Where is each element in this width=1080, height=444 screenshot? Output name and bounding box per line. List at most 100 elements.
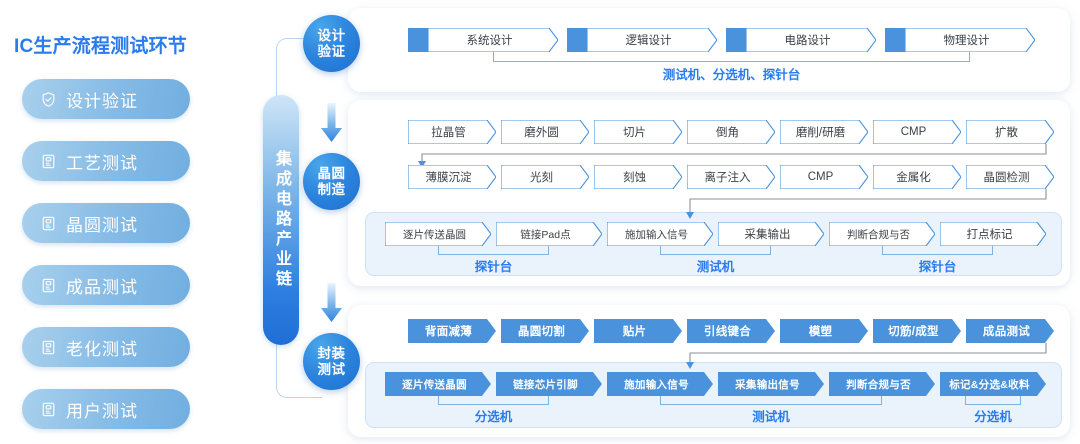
flow-step-chevron[interactable]: 判断合规与否 (829, 372, 935, 396)
flow-step-chevron[interactable]: 金属化 (873, 165, 961, 189)
chevron-shape (873, 319, 961, 343)
flow-step-chevron[interactable]: CMP (780, 165, 868, 189)
flow-step-chevron[interactable]: 光刻 (501, 165, 589, 189)
chevron-shape (496, 372, 602, 396)
chevron-shape (873, 165, 961, 189)
flow-step-chevron[interactable]: 引线键合 (687, 319, 775, 343)
flow-step-chevron[interactable]: 模塑 (780, 319, 868, 343)
chevron-label: 链接Pad点 (520, 228, 571, 241)
chevron-label: CMP (900, 126, 927, 138)
sidebar-item-label: 晶圆测试 (66, 215, 138, 235)
clipboard-icon (40, 153, 57, 170)
flow-step-chevron[interactable]: 逐片传送晶圆 (385, 372, 491, 396)
sidebar-item-label: 用户测试 (66, 401, 138, 421)
flow-step-chevron[interactable]: CMP (873, 120, 961, 144)
chevron-label: 模塑 (808, 326, 833, 338)
flow-step-chevron[interactable]: 电路设计 (746, 28, 876, 52)
chevron-shape (873, 120, 961, 144)
chevron-label: 晶圆检测 (983, 172, 1030, 184)
flow-step-chevron[interactable]: 采集输出信号 (718, 372, 824, 396)
flow-step-chevron[interactable]: 离子注入 (687, 165, 775, 189)
sidebar-item-design-verification[interactable]: 设计验证 (22, 79, 190, 119)
chevron-label: 逐片传送晶圆 (402, 378, 467, 391)
flow-step-chevron[interactable]: 拉晶管 (408, 120, 496, 144)
industry-chain-label: 集成电路产业链 (273, 150, 290, 290)
chevron-label: 判断合规与否 (847, 228, 910, 241)
chevron-label: 判断合规与否 (846, 378, 911, 391)
flow-step-chevron[interactable]: 刻蚀 (594, 165, 682, 189)
sidebar-item-wafer-test[interactable]: 晶圆测试 (22, 203, 190, 243)
group-bracket (882, 246, 993, 255)
chevron-label: 切筋/成型 (888, 326, 939, 338)
flow-step-chevron[interactable]: 打点标记 (940, 222, 1046, 246)
flow-connector (684, 343, 1052, 370)
flow-step-chevron[interactable]: 判断合规与否 (829, 222, 935, 246)
flow-step-chevron[interactable]: 物理设计 (905, 28, 1035, 52)
flow-step-chevron[interactable]: 采集输出 (718, 222, 824, 246)
chevron-label: 成品测试 (982, 326, 1031, 338)
stage-line-1: 封装 (317, 346, 346, 362)
chevron-shape (718, 372, 824, 396)
group-caption: 测试机、分选机、探针台 (662, 68, 801, 82)
chevron-label: 贴片 (622, 326, 647, 338)
flow-step-chevron[interactable]: 晶圆切割 (501, 319, 589, 343)
chevron-label: 扩散 (995, 127, 1018, 139)
flow-step-chevron[interactable]: 晶圆检测 (966, 165, 1054, 189)
flow-step-chevron[interactable]: 链接Pad点 (496, 222, 602, 246)
sidebar-item-process-test[interactable]: 工艺测试 (22, 141, 190, 181)
chevron-label: 离子注入 (704, 172, 751, 184)
chevron-shape (501, 120, 589, 144)
flow-step-chevron[interactable]: 扩散 (966, 120, 1054, 144)
chevron-label: 光刻 (530, 172, 553, 184)
stage-line-2: 测试 (317, 361, 346, 377)
flow-step-chevron[interactable]: 薄膜沉淀 (408, 165, 496, 189)
step-lead-block (726, 28, 746, 52)
chevron-label: 金属化 (896, 172, 931, 184)
flow-step-chevron[interactable]: 成品测试 (966, 319, 1054, 343)
industry-chain-bar: 集成电路产业链 (263, 95, 299, 345)
flow-step-chevron[interactable]: 切片 (594, 120, 682, 144)
flow-step-chevron[interactable]: 背面减薄 (408, 319, 496, 343)
chevron-label: 链接芯片引脚 (513, 378, 578, 391)
flow-step-chevron[interactable]: 磨削/研磨 (780, 120, 868, 144)
flow-step-chevron[interactable]: 施加输入信号 (607, 372, 713, 396)
chevron-label: 切片 (623, 127, 646, 139)
chevron-shape (905, 28, 1035, 52)
flow-step-chevron[interactable]: 系统设计 (428, 28, 558, 52)
chevron-shape (966, 120, 1054, 144)
stage-badge-packaging-testing: 封装 测试 (303, 333, 360, 390)
chevron-label: 施加输入信号 (624, 378, 689, 391)
chevron-label: 采集输出 (744, 229, 791, 241)
chevron-shape (829, 372, 935, 396)
chevron-label: 刻蚀 (623, 172, 646, 184)
flow-step-chevron[interactable]: 逻辑设计 (587, 28, 717, 52)
chevron-shape (940, 372, 1046, 396)
step-lead-block (567, 28, 587, 52)
chevron-label: 引线键合 (703, 326, 752, 338)
flow-step-chevron[interactable]: 标记&分选&收料 (940, 372, 1046, 396)
clipboard-icon (40, 277, 57, 294)
chevron-shape (687, 120, 775, 144)
flow-step-chevron[interactable]: 链接芯片引脚 (496, 372, 602, 396)
step-lead-block (408, 28, 428, 52)
flow-step-chevron[interactable]: 倒角 (687, 120, 775, 144)
chevron-label: 逐片传送晶圆 (403, 228, 466, 241)
sidebar-item-burnin-test[interactable]: 老化测试 (22, 327, 190, 367)
group-caption: 探针台 (918, 260, 957, 274)
flow-step-chevron[interactable]: 贴片 (594, 319, 682, 343)
chevron-shape (780, 319, 868, 343)
sidebar-item-user-test[interactable]: 用户测试 (22, 389, 190, 429)
flow-step-chevron[interactable]: 逐片传送晶圆 (385, 222, 491, 246)
chevron-shape (408, 319, 496, 343)
sidebar-item-label: 老化测试 (66, 339, 138, 359)
stage-badge-wafer-manufacturing: 晶圆 制造 (303, 153, 360, 210)
chevron-label: 物理设计 (943, 35, 990, 47)
flow-step-chevron[interactable]: 切筋/成型 (873, 319, 961, 343)
sidebar-item-final-test[interactable]: 成品测试 (22, 265, 190, 305)
chevron-shape (428, 28, 558, 52)
flow-step-chevron[interactable]: 施加输入信号 (607, 222, 713, 246)
group-caption: 分选机 (474, 410, 513, 424)
flow-step-chevron[interactable]: 磨外圆 (501, 120, 589, 144)
flow-connector (684, 189, 1052, 220)
